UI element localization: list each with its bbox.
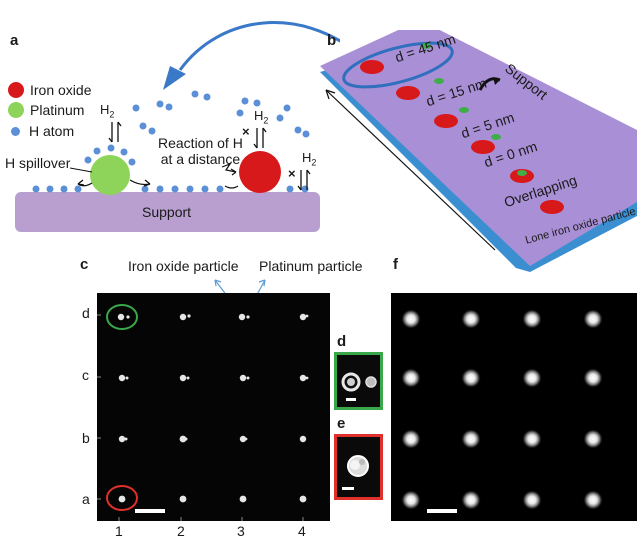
col-label-1: 1 — [115, 523, 123, 539]
highlight-ellipse — [342, 41, 454, 89]
iron-oxide-swatch — [8, 82, 24, 98]
h-atom-swatch — [11, 126, 20, 136]
platinum-h-atoms — [84, 144, 136, 166]
h2-label-right: H2 — [302, 150, 317, 168]
reaction-label: Reaction of H at a distance — [158, 135, 243, 167]
iron-oxide-particle — [239, 151, 281, 193]
surface-h-atoms — [32, 185, 309, 193]
spillover-label: H spillover — [5, 155, 71, 171]
panel-b-chip — [320, 30, 637, 272]
floating-h-atoms — [132, 90, 310, 138]
col-label-2: 2 — [177, 523, 185, 539]
col-label-3: 3 — [237, 523, 245, 539]
sim-spots — [401, 309, 603, 510]
sem-row-b — [118, 435, 307, 443]
sem-image-c — [97, 293, 330, 521]
pt-particle-overlap — [517, 170, 527, 176]
row-label-d: d — [82, 305, 90, 321]
panel-c-letter: c — [80, 256, 89, 273]
legend-h-atom-label: H atom — [29, 123, 75, 139]
zoom-arrow-head — [163, 66, 186, 90]
legend-h-atom: H atom — [11, 123, 74, 139]
row-label-a: a — [82, 491, 90, 507]
h2-label-platinum: H2 — [100, 102, 115, 120]
row-label-b: b — [82, 430, 90, 446]
equilibrium-arrows-right — [297, 169, 311, 191]
equilibrium-arrows-platinum — [108, 121, 122, 143]
platinum-swatch — [8, 102, 24, 118]
legend-iron-oxide-label: Iron oxide — [30, 82, 92, 98]
panel-b-letter: b — [327, 32, 337, 49]
direction-arrow — [325, 89, 496, 251]
spillover-pointer — [69, 167, 93, 173]
pt-particle-0 — [491, 134, 501, 140]
legend-platinum: Platinum — [8, 102, 84, 118]
highlight-red-ring — [106, 485, 138, 511]
simulation-image-f — [391, 293, 637, 521]
panel-d-letter: d — [337, 333, 347, 350]
highlight-green-ring — [106, 304, 138, 330]
panel-a-letter: a — [10, 32, 19, 49]
legend-iron-oxide: Iron oxide — [8, 82, 91, 98]
platinum-particle — [90, 155, 130, 195]
sem-zoom-e — [334, 434, 383, 500]
iron-particle-45 — [360, 60, 384, 74]
callout-platinum: Platinum particle — [259, 258, 363, 274]
pt-particle-15 — [434, 78, 444, 84]
pt-particle-5 — [459, 107, 469, 113]
cross-mark-right: × — [288, 166, 296, 181]
reaction-pointer — [221, 162, 237, 173]
panel-f-letter: f — [393, 256, 398, 273]
reaction-label-line1: Reaction of H — [158, 135, 243, 151]
sem-row-d — [117, 313, 309, 321]
iron-particle-5 — [434, 114, 458, 128]
pt-particle-45 — [421, 43, 431, 49]
cross-mark-iron: × — [242, 124, 250, 139]
surface-to-iron-arrow — [224, 185, 239, 189]
scale-bar-f — [427, 509, 457, 513]
col-label-4: 4 — [298, 523, 306, 539]
zoom-curved-arrow — [178, 21, 340, 71]
support-label-a: Support — [142, 204, 192, 220]
sem-row-c — [118, 374, 309, 382]
equilibrium-arrows-iron — [253, 127, 267, 149]
scale-bar-c — [135, 509, 165, 513]
sem-row-a — [118, 495, 307, 503]
panel-a-schematic — [15, 21, 340, 232]
iron-particle-0 — [471, 140, 495, 154]
panel-e-letter: e — [337, 415, 346, 432]
legend-platinum-label: Platinum — [30, 102, 85, 118]
callout-iron-oxide: Iron oxide particle — [128, 258, 239, 274]
sem-zoom-d — [334, 352, 383, 410]
row-label-c: c — [82, 367, 89, 383]
h2-label-iron: H2 — [254, 108, 269, 126]
support-slab — [15, 192, 320, 232]
iron-particle-lone — [540, 200, 564, 214]
reaction-label-line2: at a distance — [160, 151, 241, 167]
iron-particle-15 — [396, 86, 420, 100]
